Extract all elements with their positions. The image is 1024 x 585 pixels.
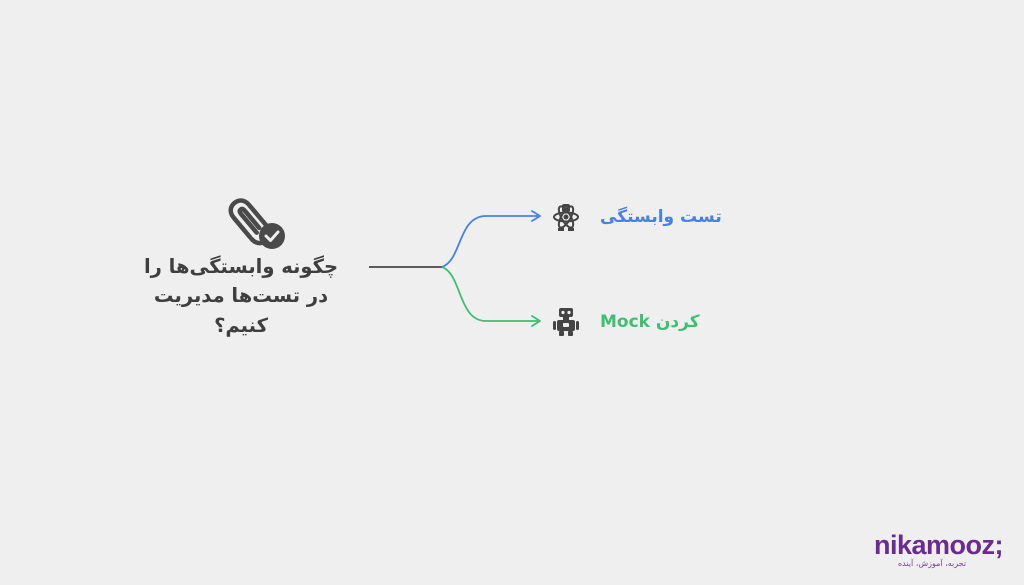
logo-tagline: تجربه، آموزش، آینده — [897, 559, 967, 568]
branch-1-arrowhead — [531, 210, 541, 222]
branch-dependency-test-label: تست وابستگی — [600, 207, 722, 227]
atom-robot-icon — [553, 204, 579, 231]
branch-2-arrowhead — [531, 315, 541, 327]
root-title: چگونه وابستگی‌ها را در تست‌ها مدیریت کنی… — [130, 252, 352, 340]
root-title-line-1: چگونه وابستگی‌ها را — [143, 255, 339, 278]
paperclip-check-icon — [225, 193, 291, 253]
branch-dependency-test: تست وابستگی — [552, 199, 722, 235]
root-title-line-3: کنیم؟ — [214, 313, 268, 337]
robot-icon — [553, 308, 579, 336]
nikamooz-logo: nikamooz; تجربه، آموزش، آینده — [874, 530, 1004, 572]
branch-mocking-label: Mock کردن — [600, 312, 700, 332]
branch-2-connector — [441, 266, 538, 322]
root-title-line-2: در تست‌ها مدیریت — [153, 284, 329, 308]
branch-1-connector — [441, 215, 538, 268]
logo-wordmark: nikamooz; — [874, 530, 1004, 560]
branch-mocking: Mock کردن — [552, 304, 700, 340]
